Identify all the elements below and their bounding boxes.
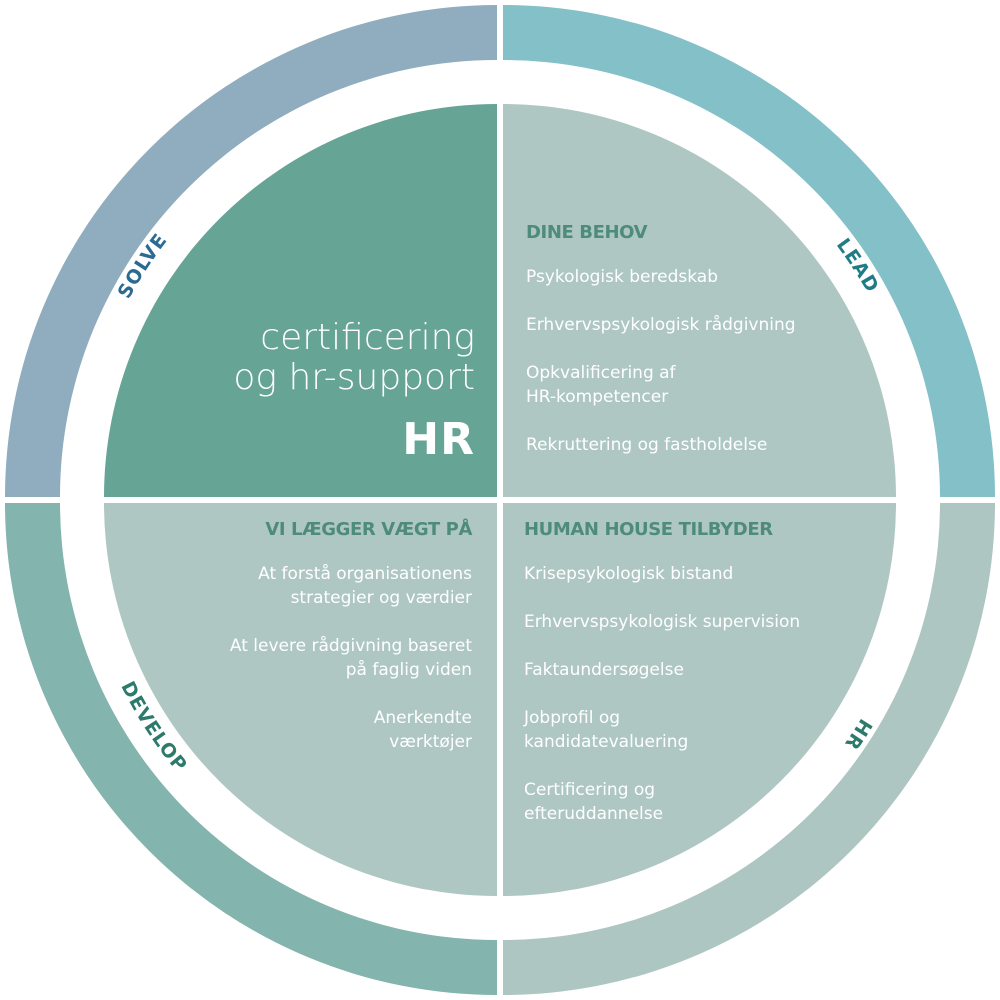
needs-item: Psykologisk beredskab xyxy=(526,267,718,287)
offers-block: HUMAN HOUSE TILBYDER Krisepsykologisk bi… xyxy=(524,519,864,850)
quadrant-bottom-right xyxy=(503,503,896,896)
quadrant-top-right xyxy=(503,104,896,497)
needs-item: Rekruttering og fastholdelse xyxy=(526,435,768,455)
quadrant-top-left xyxy=(104,104,497,497)
offers-item: Jobprofil og kandidatevaluering xyxy=(524,708,689,752)
needs-block: DINE BEHOV Psykologisk beredskab Erhverv… xyxy=(526,222,866,481)
hero-subtitle: certificering og hr-support xyxy=(233,317,475,398)
offers-item: Certificering og efteruddannelse xyxy=(524,780,664,824)
needs-item: Erhvervspsykologisk rådgivning xyxy=(526,315,796,335)
hero-block: certificering og hr-support HR xyxy=(233,317,475,466)
ring-segment-hr xyxy=(503,503,995,995)
ring-segment-solve xyxy=(5,5,497,497)
emphasis-item: At levere rådgivning baseret på faglig v… xyxy=(229,636,472,680)
needs-item: Opkvalificering af HR-kompetencer xyxy=(526,363,676,407)
needs-heading: DINE BEHOV xyxy=(526,222,648,243)
offers-item: Erhvervspsykologisk supervision xyxy=(524,612,801,632)
ring-segment-lead xyxy=(503,5,995,497)
hero-title: HR xyxy=(402,414,475,465)
emphasis-item: At forstå organisationens strategier og … xyxy=(258,564,472,608)
ring-segment-develop xyxy=(5,503,497,995)
offers-item: Faktaundersøgelse xyxy=(524,660,684,680)
offers-heading: HUMAN HOUSE TILBYDER xyxy=(524,519,773,540)
emphasis-item: Anerkendte værktøjer xyxy=(373,708,472,752)
quadrant-bottom-left xyxy=(104,503,497,896)
emphasis-heading: VI LÆGGER VÆGT PÅ xyxy=(265,519,472,540)
offers-item: Krisepsykologisk bistand xyxy=(524,564,734,584)
emphasis-block: VI LÆGGER VÆGT PÅ At forstå organisation… xyxy=(132,519,472,778)
